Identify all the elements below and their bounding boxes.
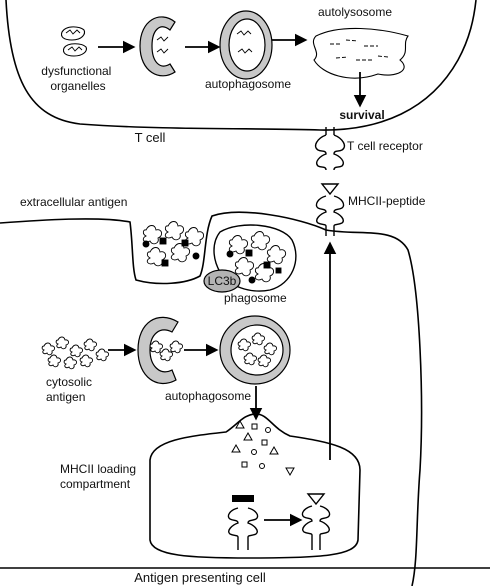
- mhcii-loaded-peptide-icon: [301, 493, 331, 550]
- t-cell-label: T cell: [135, 130, 166, 145]
- lc3b-badge: [203, 269, 241, 293]
- lc3b-label: LC3b: [208, 274, 237, 288]
- t-cell-receptor-label: T cell receptor: [347, 139, 423, 153]
- cytosolic-antigen-label-line2: antigen: [46, 390, 85, 404]
- mhcii-peptide-label: MHCII-peptide: [348, 194, 426, 208]
- dysfunctional-organelles-label-line2: organelles: [50, 79, 105, 93]
- cytosolic-antigen-label-line1: cytosolic: [46, 375, 92, 389]
- degraded-peptides-icon: [231, 419, 295, 477]
- t-cell-receptor-icon: [314, 127, 346, 171]
- phagosome-label: phagosome: [224, 291, 287, 305]
- extracellular-antigen-label: extracellular antigen: [20, 195, 127, 209]
- extracellular-antigen-aggregate-icon: [142, 221, 205, 267]
- phagophore-bottom-icon: [137, 316, 183, 385]
- cytosolic-antigen-icon: [41, 336, 109, 370]
- phagophore-icon: [139, 16, 176, 77]
- t-cell-membrane: [5, 0, 477, 131]
- mhcii-loading-compartment-label-line1: MHCII loading: [60, 462, 136, 476]
- autophagosome-bottom-label: autophagosome: [165, 389, 251, 403]
- svg-text:cytosolic antigen: cytosolic antigen: [46, 375, 95, 404]
- autophagosome-bottom-icon: [219, 315, 291, 385]
- mhcii-clip-complex-icon: [227, 495, 259, 550]
- mhcii-loading-compartment-membrane: [149, 413, 361, 559]
- dysfunctional-organelles-label-line1: dysfunctional: [41, 64, 111, 78]
- autolysosome-label: autolysosome: [318, 5, 392, 19]
- autolysosome-icon: [312, 27, 409, 79]
- apc-membrane: [0, 211, 423, 586]
- autophagosome-top-label: autophagosome: [205, 77, 291, 91]
- survival-label: survival: [339, 108, 384, 122]
- mhcii-peptide-complex-icon: [315, 183, 345, 236]
- dysfunctional-organelles-icon: [60, 26, 87, 57]
- svg-text:dysfunctional organelles: dysfunctional organelles: [41, 64, 114, 93]
- svg-text:MHCII loading compartment: MHCII loading compartment: [60, 462, 139, 491]
- mhcii-loading-compartment-label-line2: compartment: [60, 477, 131, 491]
- antigen-presenting-cell-label: Antigen presenting cell: [134, 570, 266, 585]
- autophagosome-top-icon: [219, 10, 273, 80]
